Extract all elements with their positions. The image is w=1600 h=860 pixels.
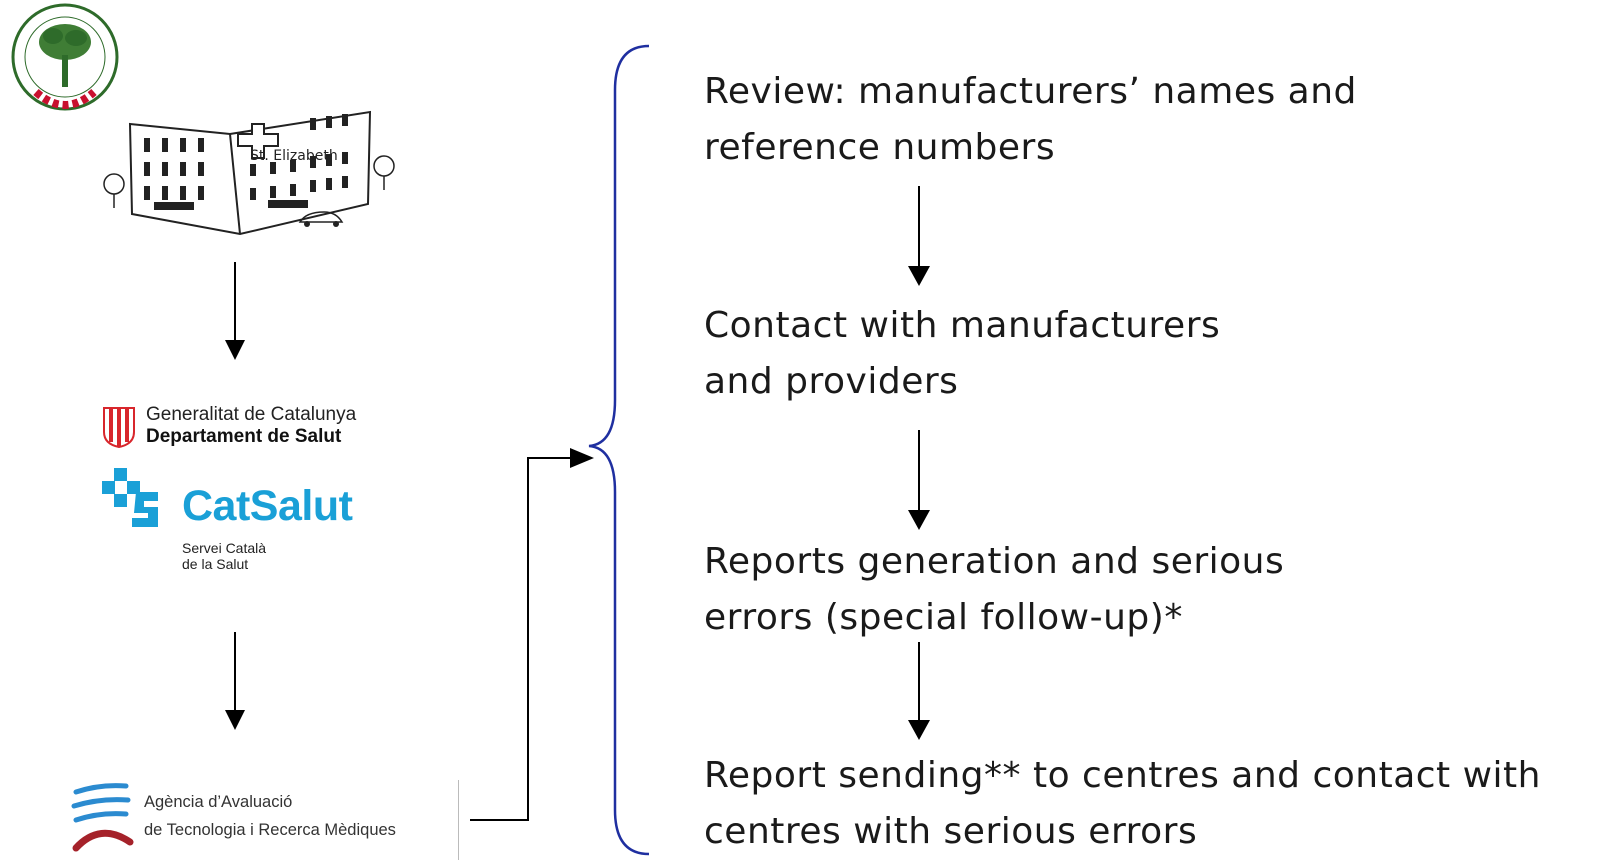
catsalut-sub-line2: de la Salut bbox=[182, 556, 249, 572]
step-1: Review: manufacturers’ names and referen… bbox=[704, 64, 1357, 176]
arrow-hospital-to-department bbox=[225, 262, 245, 360]
arrow-department-to-agency bbox=[225, 632, 245, 730]
arrow-step-2-to-3 bbox=[908, 430, 930, 530]
aiaqs-line1: Agència d’Avaluació bbox=[144, 793, 293, 811]
catsalut-logo: CatSalut Servei Català de la Salut bbox=[102, 468, 402, 588]
generalitat-logo: Generalitat de Catalunya Departament de … bbox=[102, 404, 402, 454]
aiaqs-line2: de Tecnologia i Recerca Mèdiques bbox=[144, 821, 396, 839]
connector-agency-to-steps bbox=[470, 448, 594, 821]
step-3-line2: errors (special follow-up)* bbox=[704, 597, 1183, 638]
generalitat-line1: Generalitat de Catalunya bbox=[146, 404, 357, 425]
aiaqs-waves-icon bbox=[71, 783, 134, 852]
aiaqs-logo: Agència d’Avaluació de Tecnologia i Rece… bbox=[66, 778, 476, 860]
arrow-step-3-to-4 bbox=[908, 642, 930, 740]
hospital-illustration: St. Elizabeth bbox=[100, 104, 400, 244]
step-1-line1: Review: manufacturers’ names and bbox=[704, 71, 1357, 112]
step-3-line1: Reports generation and serious bbox=[704, 541, 1285, 582]
step-1-line2: reference numbers bbox=[704, 127, 1056, 168]
step-4-line2: centres with serious errors bbox=[704, 811, 1198, 852]
generalitat-shield-icon bbox=[103, 407, 135, 449]
generalitat-line2: Departament de Salut bbox=[146, 426, 342, 447]
society-seal-icon bbox=[11, 3, 119, 111]
step-2-line2: and providers bbox=[704, 361, 959, 402]
society-seal-logo bbox=[8, 0, 123, 115]
arrow-step-1-to-2 bbox=[908, 186, 930, 286]
hospital-building-icon bbox=[103, 110, 395, 236]
catsalut-name: CatSalut bbox=[182, 482, 353, 530]
aiaqs-divider bbox=[458, 780, 459, 860]
step-4: Report sending** to centres and contact … bbox=[704, 748, 1541, 860]
catsalut-sub-line1: Servei Català bbox=[182, 540, 267, 556]
step-2: Contact with manufacturers and providers bbox=[704, 298, 1220, 410]
curly-brace bbox=[588, 44, 650, 856]
step-2-line1: Contact with manufacturers bbox=[704, 305, 1221, 346]
catsalut-symbol-icon bbox=[102, 468, 158, 527]
step-4-line1: Report sending** to centres and contact … bbox=[704, 755, 1541, 796]
step-3: Reports generation and serious errors (s… bbox=[704, 534, 1284, 646]
hospital-sign-text: St. Elizabeth bbox=[250, 148, 338, 164]
